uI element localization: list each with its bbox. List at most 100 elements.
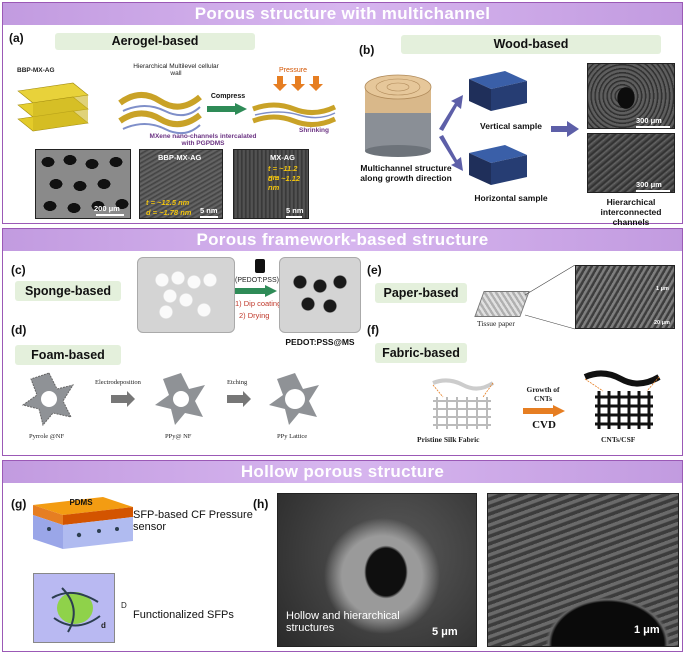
multichannel-label: Multichannel structure along growth dire… (360, 163, 452, 183)
scale-label: 200 μm (94, 204, 120, 213)
thickness-value: t = ~11.2 nm (268, 164, 298, 182)
tem-title: MX-AG (270, 153, 295, 162)
wood-arrow-right (551, 121, 579, 137)
wood-log-illustration (364, 74, 432, 157)
section-title: Porous structure with multichannel (3, 3, 682, 25)
panel-label-e: (e) (367, 263, 382, 277)
panel-title-foam: Foam-based (15, 345, 121, 365)
scale-bar (636, 126, 670, 128)
bbp-label: BBP-MX-AG (17, 67, 55, 74)
section-title: Porous framework-based structure (3, 229, 682, 251)
scale-label: 5 nm (200, 206, 218, 215)
wood-arrows (439, 95, 463, 171)
vertical-sample-block (469, 71, 527, 111)
panel-title-sponge: Sponge-based (15, 281, 121, 301)
wall-label: Hierarchical Multilevel cellular wall (133, 63, 219, 77)
dip-arrow (235, 285, 277, 297)
scale-label: 300 μm (636, 116, 662, 125)
pdms-sensor-illustration (33, 497, 133, 549)
hier-channels-label: Hierarchical interconnected channels (600, 197, 662, 227)
section-hollow: Hollow porous structure (g) PDMS SFP-bas… (2, 460, 683, 652)
pressure-arrows (273, 76, 323, 91)
ppy-lattice-label: PPy Lattice (277, 433, 308, 440)
spacing-value: d = ~1.12 nm (268, 174, 301, 192)
scale-label: 300 μm (636, 180, 662, 189)
compress-arrow (207, 103, 247, 115)
panel-label-d: (d) (11, 323, 27, 337)
compress-label: Compress (210, 93, 246, 100)
panel-label-c: (c) (11, 263, 26, 277)
sfp-particle (51, 587, 101, 633)
vertical-sample-label: Vertical sample (480, 121, 542, 131)
petri-dish-coated (279, 257, 361, 333)
cvd-label: CVD (532, 419, 556, 431)
silk-fabric-illustration (432, 378, 495, 429)
section-framework: Porous framework-based structure (c) Spo… (2, 228, 683, 456)
section-multichannel: Porous structure with multichannel (a) A… (2, 2, 683, 227)
panel-label-f: (f) (367, 323, 379, 337)
mxene-label: MXene nano-channels intercalated with PG… (149, 133, 257, 147)
sem-aerogel-cells: 200 μm (35, 149, 131, 219)
etching-label: Etching (227, 379, 248, 386)
scale-label: 1 μm (634, 624, 660, 636)
sfp-sensor-label: SFP-based CF Pressure sensor (133, 509, 253, 533)
panel-label-b: (b) (359, 43, 375, 57)
scale-bar (96, 214, 124, 216)
coated-sponge-pieces (290, 272, 352, 318)
sem-wood-horizontal: 300 μm (587, 133, 675, 193)
ppy-nf-label: PPy@ NF (165, 433, 192, 440)
foam-process-illustration (21, 372, 319, 427)
growth-cnts-label: Growth of CNTs (526, 385, 560, 403)
cvd-arrow (523, 405, 565, 417)
horizontal-sample-block (469, 145, 527, 185)
sem-paper-fibers: 1 μm 20 μm (575, 265, 675, 329)
pedot-ms-label: PEDOT:PSS@MS (285, 337, 355, 347)
zoom-lines (524, 265, 576, 330)
cube-illustration (33, 573, 115, 643)
horizontal-sample-label: Horizontal sample (474, 193, 548, 203)
scale-label: 5 μm (432, 626, 458, 638)
functionalized-sfps-label: Functionalized SFPs (133, 609, 234, 621)
tissue-paper-label: Tissue paper (477, 319, 515, 328)
panel-label-a: (a) (9, 31, 24, 45)
panel-title-fabric: Fabric-based (375, 343, 467, 363)
dimension-d: d (101, 621, 106, 630)
tem-mx-ag: MX-AG t = ~11.2 nm d = ~1.12 nm 5 nm (233, 149, 309, 219)
compressed-illustration (252, 102, 337, 127)
scale-label: 20 μm (654, 320, 670, 326)
sem-hollow-closeup: 1 μm (487, 493, 679, 647)
panel-label-h: (h) (253, 497, 269, 511)
drying-step: 2) Drying (239, 311, 270, 320)
scale-label: 1 μm (656, 286, 669, 292)
sem-hollow-sphere: Hollow and hierarchical structures 5 μm (277, 493, 477, 647)
sponge-pieces (152, 270, 222, 320)
pedot-label: (PEDOT:PSS) (235, 277, 279, 284)
hollow-label: Hollow and hierarchical structures (286, 610, 400, 634)
pressure-label: Pressure (279, 67, 308, 74)
panel-title-wood: Wood-based (401, 35, 661, 54)
tissue-paper-sheet (474, 291, 530, 317)
petri-dish-sponges (137, 257, 235, 333)
aerogel-illustration (17, 82, 89, 132)
panel-label-g: (g) (11, 497, 27, 511)
tem-bbp-mx-ag: BBP-MX-AG t = ~12.5 nm d = ~1.78 nm 5 nm (139, 149, 223, 219)
dimension-D: D (121, 601, 127, 610)
dip-coating-step: 1) Dip coating (235, 299, 282, 308)
section-title: Hollow porous structure (3, 461, 682, 483)
panel-title-aerogel: Aerogel-based (55, 33, 255, 50)
scale-bar (636, 190, 670, 192)
cnt-fabric-illustration (583, 370, 661, 429)
pedot-vial (255, 259, 265, 273)
panel-title-paper: Paper-based (375, 283, 467, 303)
tem-title: BBP-MX-AG (158, 153, 202, 162)
wall-illustration (118, 92, 202, 135)
thickness-value: t = ~12.5 nm (146, 198, 190, 207)
spacing-value: d = ~1.78 nm (146, 208, 192, 217)
sem-wood-vertical: 300 μm (587, 63, 675, 129)
pristine-silk-label: Pristine Silk Fabric (417, 435, 480, 444)
scale-bar (286, 216, 302, 218)
pyrrole-nf-label: Pyrrole @NF (29, 433, 65, 440)
electrodeposition-label: Electrodeposition (95, 379, 141, 386)
shrinking-label: Shrinking (299, 127, 329, 134)
scale-bar (200, 216, 218, 218)
